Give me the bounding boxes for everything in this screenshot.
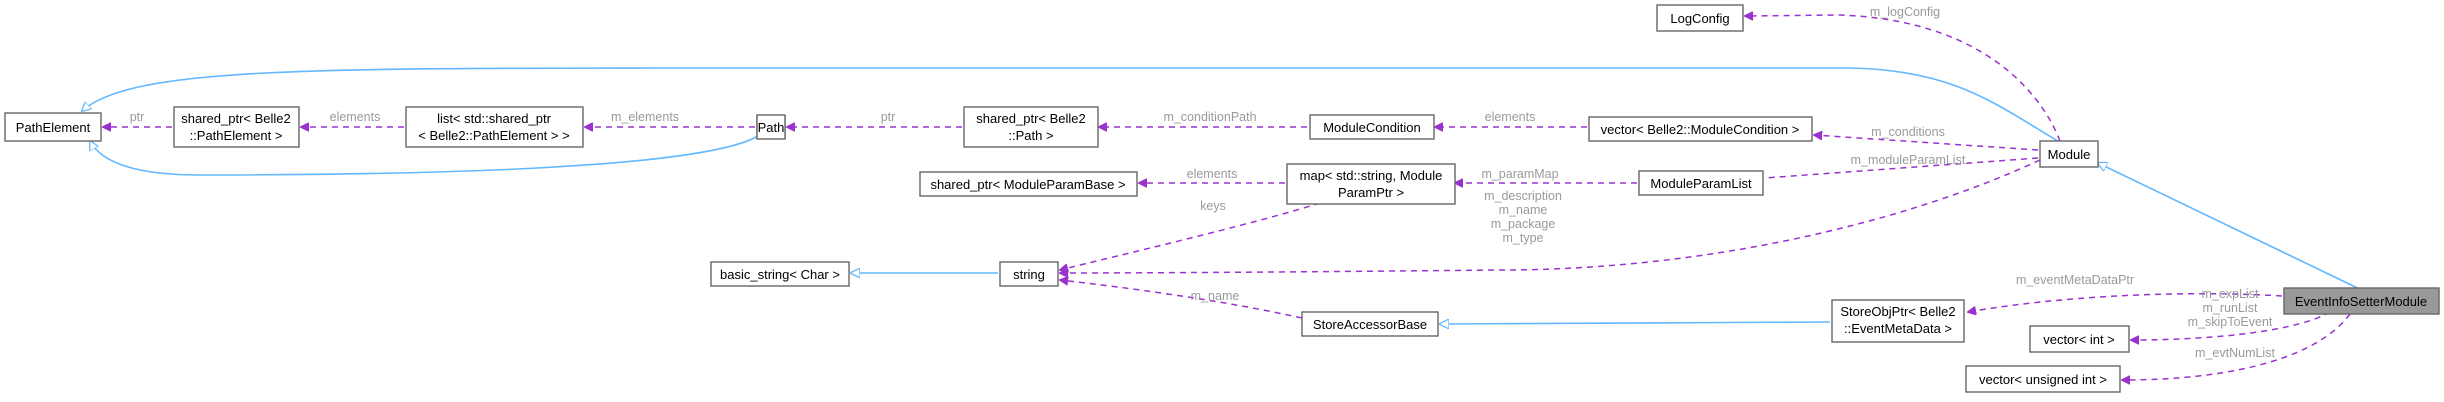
svg-text:PathElement: PathElement [16, 120, 91, 135]
svg-text:vector< int >: vector< int > [2043, 332, 2115, 347]
node-path[interactable]: Path [756, 115, 786, 139]
svg-text:::Path >: ::Path > [1008, 128, 1053, 143]
edge-vectorint-eventinfosetter-usage [2131, 311, 2331, 340]
node-modulecondition[interactable]: ModuleCondition [1309, 114, 1435, 140]
svg-text:shared_ptr< Belle2: shared_ptr< Belle2 [181, 111, 291, 126]
node-pathelement[interactable]: PathElement [4, 112, 102, 142]
edge-moduleparamlist-module-usage [1724, 157, 2039, 181]
label-m-runlist: m_runList [2203, 301, 2258, 315]
edge-storeobjptr-to-storeaccessorbase [1440, 322, 1831, 324]
label-elements-2: elements [1485, 110, 1536, 124]
label-elements-1: elements [330, 110, 381, 124]
edge-eventinfosetter-to-module [2098, 163, 2373, 296]
svg-text:shared_ptr< ModuleParamBase >: shared_ptr< ModuleParamBase > [930, 177, 1125, 192]
label-m-type: m_type [1503, 231, 1544, 245]
node-module[interactable]: Module [2039, 140, 2099, 168]
node-string[interactable]: string [999, 261, 1059, 287]
svg-text:shared_ptr< Belle2: shared_ptr< Belle2 [976, 111, 1086, 126]
node-vector-unsigned-int-visible[interactable]: vector< unsigned int > [1965, 365, 2121, 393]
node-storeobjptr-eventmetadata[interactable]: StoreObjPtr< Belle2 ::EventMetaData > [1831, 299, 1965, 343]
label-m-package: m_package [1491, 217, 1556, 231]
label-m-description: m_description [1484, 189, 1562, 203]
label-keys: keys [1200, 199, 1226, 213]
node-basic-string[interactable]: basic_string< Char > [710, 261, 850, 287]
edge-logconfig-usage [1745, 15, 2061, 142]
node-vector-modulecondition[interactable]: vector< Belle2::ModuleCondition > [1588, 116, 1813, 142]
svg-text:::EventMetaData >: ::EventMetaData > [1844, 321, 1952, 336]
label-m-logconfig: m_logConfig [1870, 5, 1940, 19]
label-m-name-2: m_name [1191, 289, 1240, 303]
node-logconfig[interactable]: LogConfig [1656, 4, 1744, 32]
label-m-parammap: m_paramMap [1481, 167, 1558, 181]
label-m-moduleparamlist: m_moduleParamList [1851, 153, 1966, 167]
node-storeaccessorbase[interactable]: StoreAccessorBase [1301, 311, 1439, 337]
svg-text:StoreAccessorBase: StoreAccessorBase [1313, 317, 1427, 332]
label-ptr-2: ptr [881, 110, 896, 124]
svg-text:basic_string< Char >: basic_string< Char > [720, 267, 840, 282]
svg-text:Module: Module [2048, 147, 2091, 162]
node-shared-ptr-path[interactable]: shared_ptr< Belle2 ::Path > [963, 106, 1099, 148]
label-m-evtnumlist: m_evtNumList [2195, 346, 2275, 360]
svg-text:string: string [1013, 267, 1045, 282]
svg-text:EventInfoSetterModule: EventInfoSetterModule [2295, 294, 2427, 309]
svg-text:list< std::shared_ptr: list< std::shared_ptr [437, 111, 551, 126]
edge-vectoruint-eventinfosetter-usage [2122, 313, 2351, 380]
svg-text:StoreObjPtr< Belle2: StoreObjPtr< Belle2 [1840, 304, 1955, 319]
node-list-shared-ptr[interactable]: list< std::shared_ptr < Belle2::PathElem… [405, 106, 584, 148]
svg-text:vector< Belle2::ModuleConditio: vector< Belle2::ModuleCondition > [1601, 122, 1800, 137]
edge-vector-module-conditions-usage [1814, 135, 2039, 151]
label-m-conditionpath: m_conditionPath [1163, 110, 1256, 124]
node-shared-ptr-moduleparambase[interactable]: shared_ptr< ModuleParamBase > [919, 171, 1138, 197]
label-m-name-1: m_name [1499, 203, 1548, 217]
label-ptr-1: ptr [130, 110, 145, 124]
node-moduleparamlist[interactable]: ModuleParamList [1638, 170, 1764, 196]
svg-text:ModuleParamList: ModuleParamList [1650, 176, 1752, 191]
svg-text:LogConfig: LogConfig [1670, 11, 1729, 26]
node-eventinfosettermodule[interactable]: EventInfoSetterModule [2283, 287, 2440, 315]
edge-path-to-pathelement [90, 135, 759, 176]
label-m-explist: m_expList [2202, 287, 2259, 301]
svg-text:map< std::string, Module: map< std::string, Module [1300, 168, 1443, 183]
edge-string-storeaccessor-usage [1060, 280, 1303, 319]
label-m-skiptoevent: m_skipToEvent [2188, 315, 2273, 329]
svg-text:< Belle2::PathElement > >: < Belle2::PathElement > > [418, 128, 569, 143]
edge-module-to-pathelement [82, 67, 2069, 148]
svg-text:ModuleCondition: ModuleCondition [1323, 120, 1421, 135]
node-map-moduleparamptr[interactable]: map< std::string, Module ParamPtr > [1286, 163, 1456, 205]
svg-text:ParamPtr >: ParamPtr > [1338, 185, 1404, 200]
edge-storeobjptr-eventinfosetter-usage [1968, 292, 2283, 312]
edge-string-map-keys-usage [1060, 202, 1321, 270]
label-m-conditions: m_conditions [1871, 125, 1945, 139]
node-shared-ptr-pathelement[interactable]: shared_ptr< Belle2 ::PathElement > [173, 106, 300, 148]
svg-text:::PathElement >: ::PathElement > [190, 128, 283, 143]
label-m-eventmetadataptr: m_eventMetaDataPtr [2016, 273, 2134, 287]
label-m-elements: m_elements [611, 110, 679, 124]
node-vector-int[interactable]: vector< int > [2029, 325, 2130, 353]
label-elements-3: elements [1187, 167, 1238, 181]
node-vector-unsigned-int-label: vector< unsigned int > [1979, 372, 2107, 387]
edge-string-module-usage [1060, 159, 2041, 273]
